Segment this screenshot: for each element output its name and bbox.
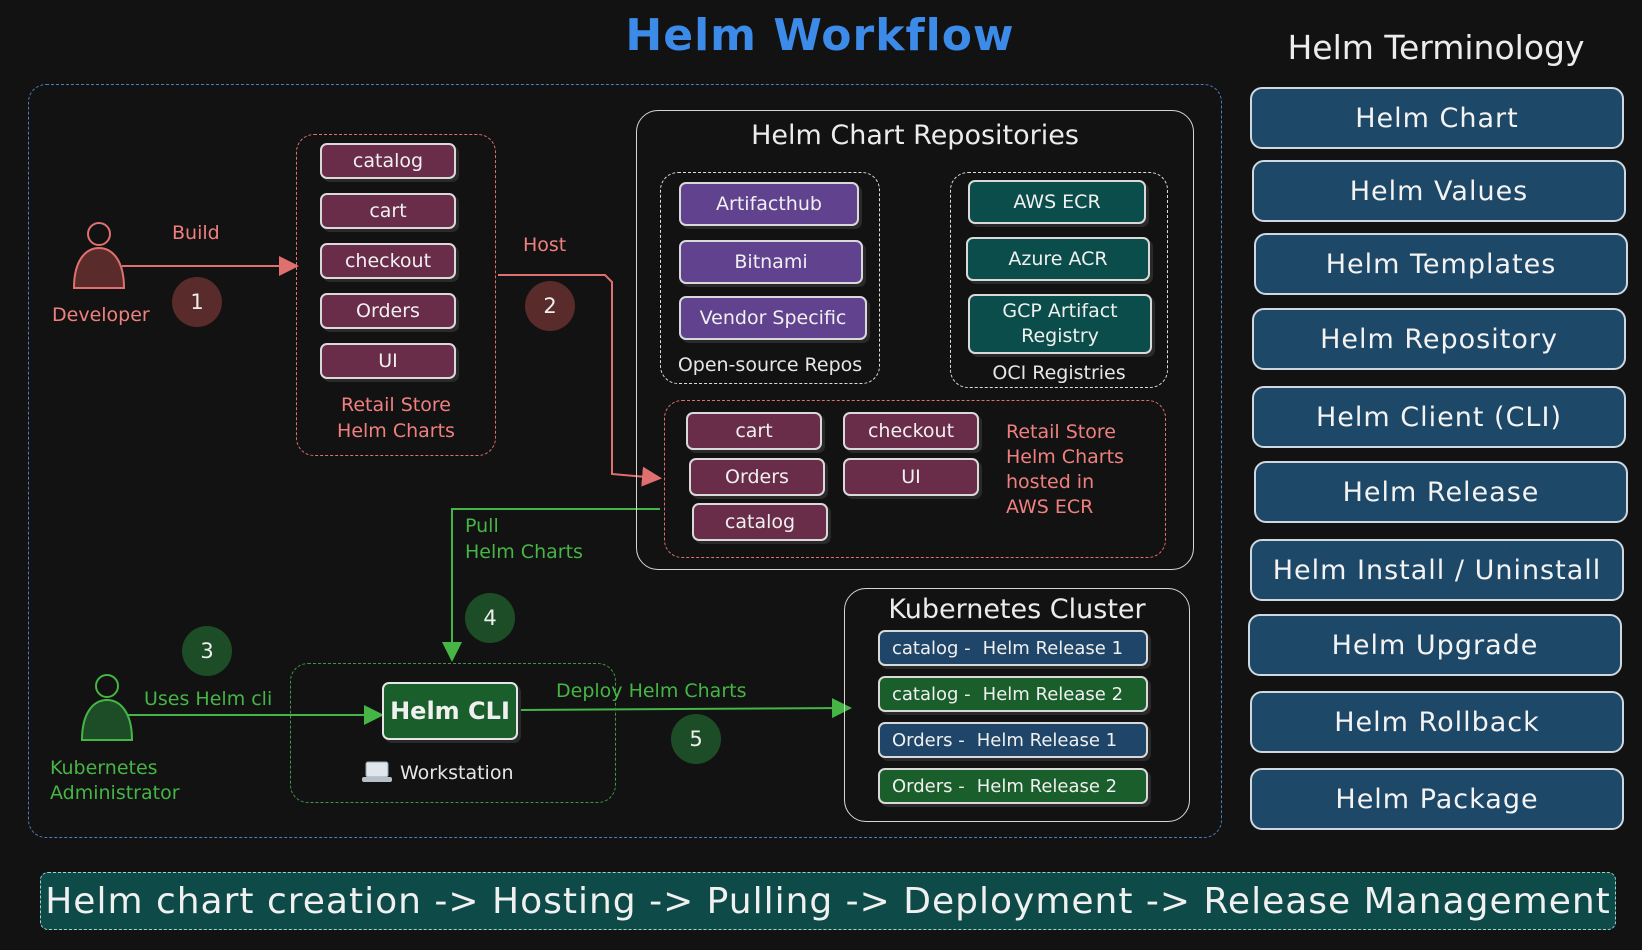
term-helm-install[interactable]: Helm Install / Uninstall — [1250, 539, 1624, 601]
hosted-chart-orders[interactable]: Orders — [689, 458, 825, 496]
term-helm-client[interactable]: Helm Client (CLI) — [1252, 386, 1626, 448]
hosted-chart-checkout[interactable]: checkout — [843, 412, 979, 450]
administrator-label-line-1: Kubernetes — [50, 757, 158, 779]
administrator-label-line-2: Administrator — [50, 782, 180, 804]
release-catalog-1[interactable]: catalog - Helm Release 1 — [878, 630, 1148, 666]
release-name: Helm Release 1 — [976, 729, 1118, 751]
chart-cart[interactable]: cart — [320, 193, 456, 229]
cluster-title: Kubernetes Cluster — [888, 594, 1146, 625]
release-name: Helm Release 2 — [976, 775, 1118, 797]
registry-gcp-artifact[interactable]: GCP Artifact Registry — [968, 294, 1152, 354]
deploy-arrow — [519, 698, 852, 719]
hosted-chart-cart[interactable]: cart — [686, 412, 822, 450]
hosted-label-line-2: Helm Charts — [1006, 446, 1124, 468]
deploy-label: Deploy Helm Charts — [556, 680, 747, 702]
pull-arrow — [442, 508, 660, 662]
step-1-badge: 1 — [172, 277, 222, 327]
pull-label-line-2: Helm Charts — [465, 541, 583, 563]
chart-catalog[interactable]: catalog — [320, 143, 456, 179]
release-orders-1[interactable]: Orders - Helm Release 1 — [878, 722, 1148, 758]
release-name: Helm Release 1 — [982, 637, 1124, 659]
chart-orders[interactable]: Orders — [320, 293, 456, 329]
release-orders-2[interactable]: Orders - Helm Release 2 — [878, 768, 1148, 804]
hosted-label-line-1: Retail Store — [1006, 421, 1116, 443]
term-helm-templates[interactable]: Helm Templates — [1254, 233, 1628, 295]
release-catalog-2[interactable]: catalog - Helm Release 2 — [878, 676, 1148, 712]
hosted-chart-catalog[interactable]: catalog — [692, 503, 828, 541]
workstation-label: Workstation — [400, 762, 514, 784]
step-3-badge: 3 — [182, 626, 232, 676]
retail-charts-label-1: Retail Store — [341, 394, 451, 416]
release-app: Orders - — [892, 775, 965, 797]
retail-charts-group — [296, 134, 496, 456]
uses-cli-label: Uses Helm cli — [144, 688, 273, 710]
term-helm-upgrade[interactable]: Helm Upgrade — [1248, 614, 1622, 676]
term-helm-rollback[interactable]: Helm Rollback — [1250, 691, 1624, 753]
terminology-title: Helm Terminology — [1287, 28, 1585, 67]
repositories-title: Helm Chart Repositories — [751, 120, 1079, 151]
release-app: Orders - — [892, 729, 965, 751]
developer-label: Developer — [52, 304, 150, 326]
host-label: Host — [523, 234, 567, 256]
chart-checkout[interactable]: checkout — [320, 243, 456, 279]
term-helm-values[interactable]: Helm Values — [1252, 160, 1626, 222]
term-helm-release[interactable]: Helm Release — [1254, 461, 1628, 523]
chart-ui[interactable]: UI — [320, 343, 456, 379]
step-5-badge: 5 — [671, 714, 721, 764]
administrator-label: Kubernetes Administrator — [50, 756, 180, 806]
release-app: catalog - — [892, 637, 971, 659]
registry-aws-ecr[interactable]: AWS ECR — [968, 180, 1146, 224]
hosted-label: Retail Store Helm Charts hosted in AWS E… — [1006, 420, 1124, 520]
pull-label-line-1: Pull — [465, 515, 499, 537]
retail-charts-label-2: Helm Charts — [337, 420, 455, 442]
repo-bitnami[interactable]: Bitnami — [679, 240, 863, 284]
release-app: catalog - — [892, 683, 971, 705]
oci-group — [950, 172, 1168, 388]
workflow-container — [28, 84, 1222, 838]
administrator-icon — [80, 674, 134, 741]
term-helm-chart[interactable]: Helm Chart — [1250, 87, 1624, 149]
repositories-container — [636, 110, 1194, 570]
workstation-group — [290, 663, 616, 803]
developer-icon — [72, 222, 126, 289]
hosted-label-line-3: hosted in — [1006, 471, 1095, 493]
host-arrow — [498, 274, 662, 487]
step-2-badge: 2 — [525, 281, 575, 331]
hosted-chart-ui[interactable]: UI — [843, 458, 979, 496]
hosted-label-line-4: AWS ECR — [1006, 496, 1094, 518]
release-name: Helm Release 2 — [982, 683, 1124, 705]
term-helm-repository[interactable]: Helm Repository — [1252, 308, 1626, 370]
laptop-icon — [362, 761, 392, 782]
repo-artifacthub[interactable]: Artifacthub — [679, 182, 859, 226]
build-label: Build — [172, 222, 220, 244]
step-4-badge: 4 — [465, 593, 515, 643]
workflow-summary-banner: Helm chart creation -> Hosting -> Pullin… — [40, 872, 1616, 930]
kubernetes-cluster — [844, 588, 1190, 822]
open-source-label: Open-source Repos — [677, 354, 863, 376]
repo-vendor-specific[interactable]: Vendor Specific — [679, 296, 867, 340]
term-helm-package[interactable]: Helm Package — [1250, 768, 1624, 830]
open-source-group — [660, 172, 880, 384]
oci-label: OCI Registries — [992, 362, 1126, 384]
registry-azure-acr[interactable]: Azure ACR — [966, 237, 1150, 281]
pull-label: Pull Helm Charts — [465, 513, 583, 565]
page-title: Helm Workflow — [625, 10, 1015, 61]
helm-cli-button[interactable]: Helm CLI — [382, 682, 518, 740]
hosted-charts-group — [664, 400, 1166, 558]
